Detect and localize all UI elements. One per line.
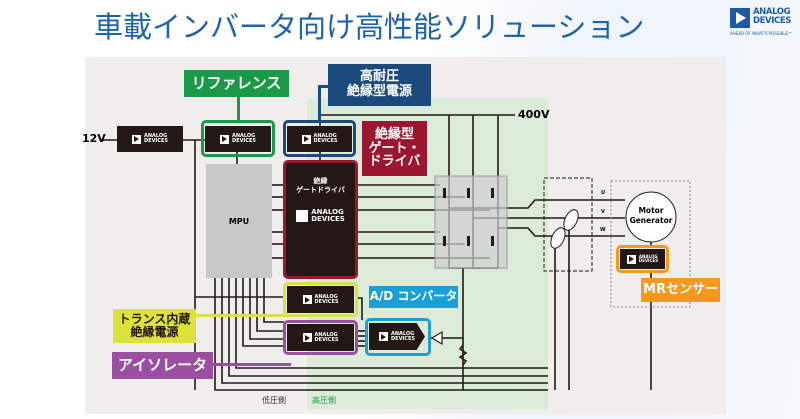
amplifier-icon [430,330,443,346]
logo-triangle-icon [730,8,750,28]
phase-v: V [601,209,605,215]
label-transformer-power: トランス内蔵絶縁電源 [113,309,196,343]
logo-line1: ANALOG [753,7,791,17]
adi-logo-icon [302,295,312,304]
label-high-side: 高圧側 [312,396,336,405]
label-12v: 12V [82,132,106,145]
adi-logo-icon [220,134,229,144]
adi-logo-icon [379,332,388,341]
transformer-power-outline [283,282,358,317]
hv-power-outline [283,120,356,157]
label-hv-power: 高耐圧絶縁型電源 [328,64,431,106]
adi-logo-icon [302,333,312,342]
mpu-block: MPU [206,164,272,278]
phase-w: W [600,227,606,233]
hv-power-connector-2 [318,85,321,120]
motor-generator [625,191,677,243]
label-mr-sensor: MRセンサー [641,278,720,302]
adi-logo-icon [132,134,141,144]
label-adc: A/D コンバータ [369,286,458,308]
isolator-outline [283,320,358,355]
label-400v: 400V [518,108,550,121]
hv-power-connector [318,85,328,88]
adc-outline [365,318,431,356]
logo-line2: DEVICES [753,16,791,26]
label-gate-driver: 絶縁型ゲート・ドライバ [362,121,427,176]
reference-outline [201,120,275,157]
motor-area [610,180,691,308]
phase-u: U [601,190,606,196]
logo-tagline: AHEAD OF WHAT'S POSSIBLE™ [730,31,793,36]
current-sensor-coil [550,227,566,249]
adi-logo-icon [301,134,311,144]
label-reference: リファレンス [184,70,289,97]
label-low-side: 低圧側 [262,396,286,405]
adi-logo-icon [296,210,309,222]
mr-sensor-outline [616,245,669,273]
current-sensor-box [543,177,593,272]
igbt-icons [443,188,494,246]
transformer-connector [196,314,288,317]
page-title: 車載インバータ向け高性能ソリューション [94,10,645,44]
current-sensor-coil [563,209,579,231]
adi-logo-icon [626,254,636,264]
reference-connector [237,97,240,120]
isolator-connector [213,363,291,366]
label-isolator: アイソレータ [112,352,213,379]
gate-driver-inner-label-2: ゲートドライバ [296,186,345,194]
gate-driver-inner-label: 絶縁 [313,177,328,185]
igbt-module [434,175,508,269]
